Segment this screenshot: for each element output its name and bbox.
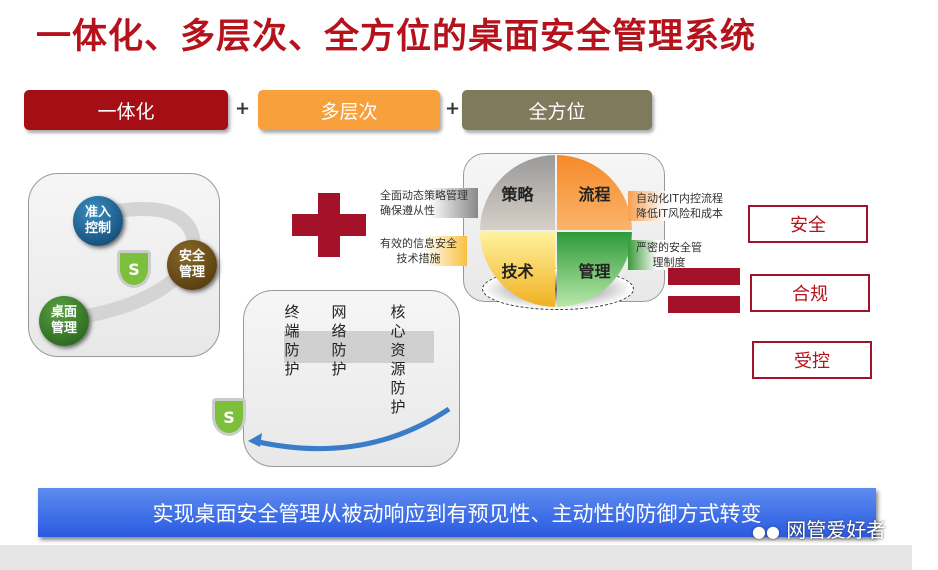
- result-compliant: 合规: [750, 274, 870, 312]
- plus-sign: +: [445, 98, 461, 119]
- footer-strip: [0, 545, 912, 570]
- note-mgmt: 严密的安全管 理制度: [628, 240, 702, 270]
- desktop-management-node: 桌面管理: [39, 296, 89, 346]
- conclusion-banner: 实现桌面安全管理从被动响应到有预见性、主动性的防御方式转变: [38, 488, 876, 537]
- quadrant-circle: 策略 流程 技术 管理: [480, 155, 632, 307]
- pill-allround: 全方位: [462, 90, 652, 130]
- shield-icon: S: [212, 398, 246, 436]
- left-panel: 准入控制 安全管理 桌面管理 S: [28, 173, 220, 357]
- wechat-icon: ●●: [752, 522, 780, 541]
- result-secure: 安全: [748, 205, 868, 243]
- quadrant-process: 流程: [557, 155, 632, 230]
- access-control-node: 准入控制: [73, 196, 123, 246]
- plus-sign: +: [235, 98, 251, 119]
- note-strategy: 全面动态策略管理 确保遵从性: [380, 188, 478, 218]
- quadrant-mgmt: 管理: [557, 232, 632, 307]
- quadrant-strategy: 策略: [480, 155, 555, 230]
- security-management-node: 安全管理: [167, 240, 217, 290]
- shield-icon: S: [117, 250, 151, 288]
- pill-integrated: 一体化: [24, 90, 228, 130]
- protection-panel: 终端防护 网络防护 核心资源防护: [243, 290, 460, 467]
- quadrant-tech: 技术: [480, 232, 555, 307]
- slide-title: 一体化、多层次、全方位的桌面安全管理系统: [36, 17, 757, 57]
- endpoint-protection: 终端防护: [284, 303, 300, 378]
- core-resource-protection: 核心资源防护: [390, 303, 406, 416]
- equals-icon: [668, 268, 740, 285]
- note-process: 自动化IT内控流程 降低IT风险和成本: [628, 191, 723, 221]
- watermark: ●● 网管爱好者: [752, 518, 887, 542]
- result-controlled: 受控: [752, 341, 872, 379]
- pill-multilayer: 多层次: [258, 90, 440, 130]
- note-tech: 有效的信息安全 技术措施: [380, 236, 467, 266]
- network-protection: 网络防护: [331, 303, 347, 378]
